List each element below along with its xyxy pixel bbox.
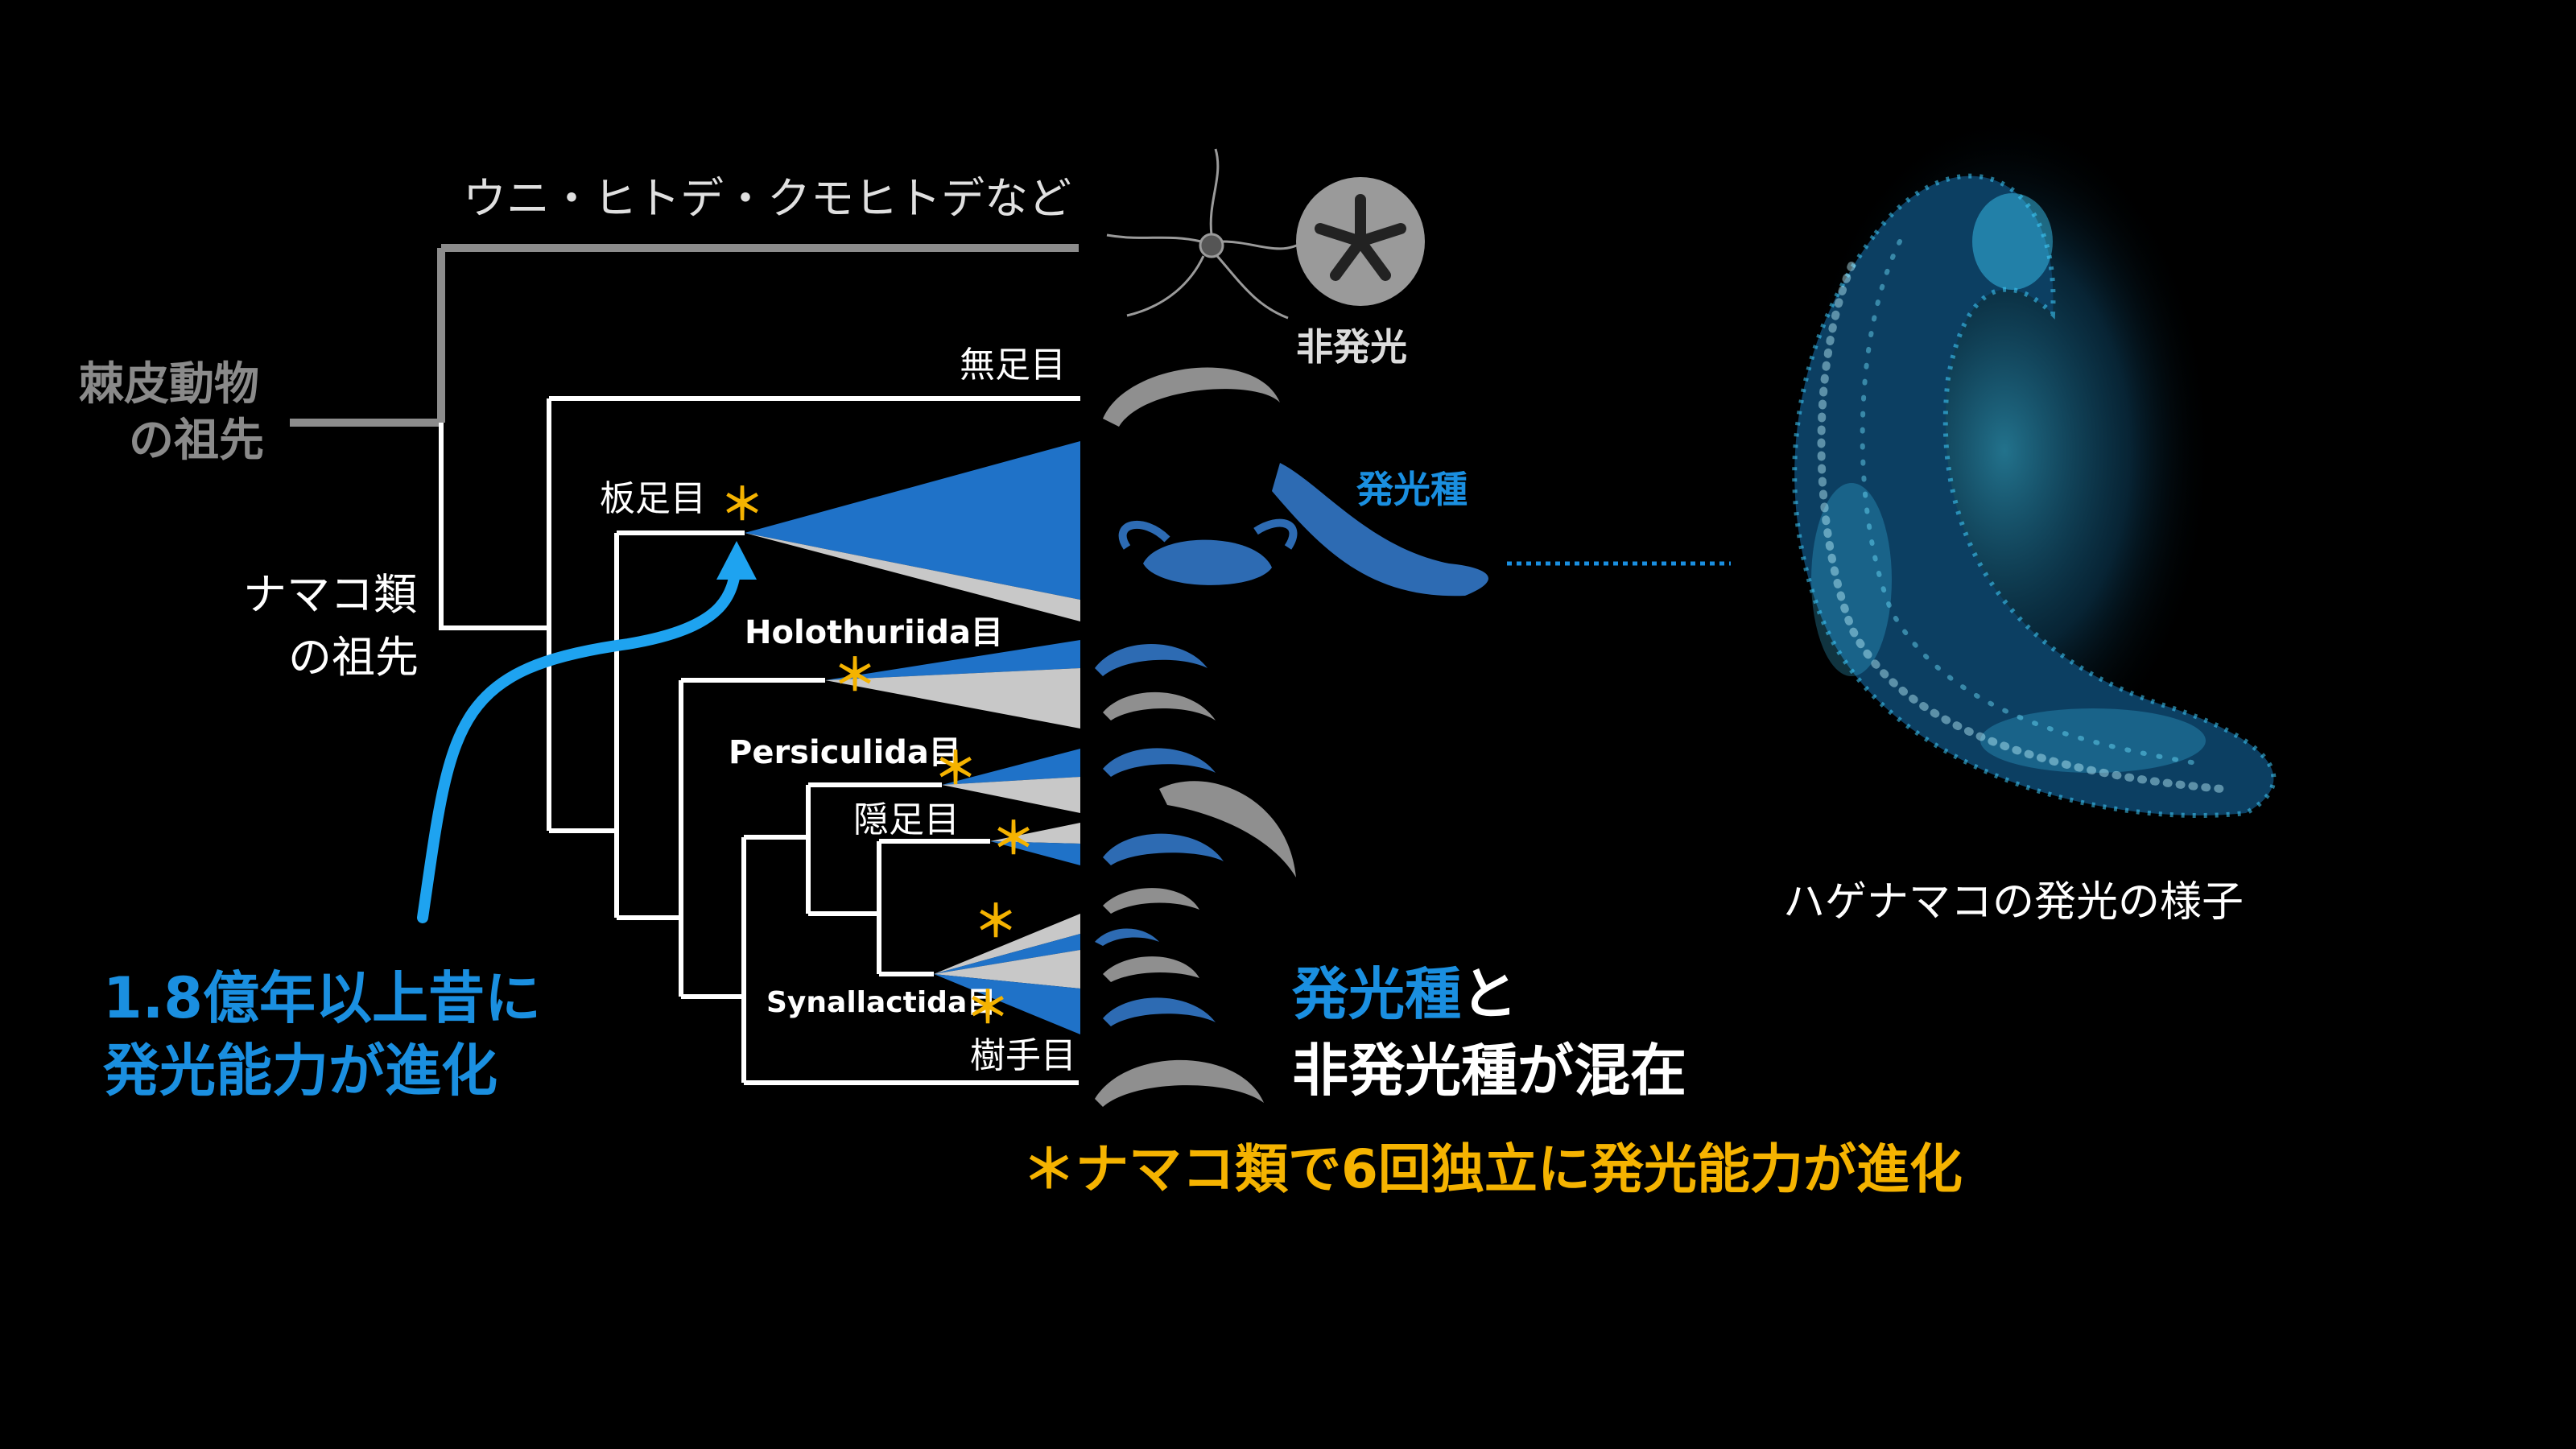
- mixed-text-1: 発光種と: [1292, 966, 1517, 1022]
- origin-arrow: [423, 541, 757, 918]
- luminous-species-label: 発光種: [1356, 471, 1468, 508]
- ancestor-sea-cucumber-label-2: の祖先: [288, 636, 419, 679]
- ancestor-echinoderm-label-2: の祖先: [129, 419, 264, 464]
- label-molpadida: 隠足目: [853, 803, 960, 838]
- mixed-text-and: と: [1461, 961, 1517, 1027]
- star-marker-molpadida: ＊: [992, 817, 1035, 861]
- star-marker-elasipodida: ＊: [720, 483, 764, 526]
- outgroup-label: ウニ・ヒトデ・クモヒトデなど: [463, 177, 1071, 221]
- independent-legend-text: ナマコ類で6回独立に発光能力が進化: [1075, 1138, 1963, 1200]
- non-luminous-label: 非発光: [1296, 328, 1407, 365]
- sand-dollar-icon: [1296, 177, 1425, 306]
- apodida-silhouette: [1103, 367, 1280, 427]
- star-marker-persiculida: ＊: [934, 747, 977, 791]
- mixed-text-2: 非発光種が混在: [1292, 1042, 1686, 1099]
- label-apodida: 無足目: [960, 348, 1066, 383]
- brittle-star-icon: [1107, 149, 1304, 318]
- label-dendrochirotida: 樹手目: [970, 1038, 1076, 1074]
- star-marker-holothuriida: ＊: [833, 654, 877, 697]
- label-elasipodida: 板足目: [600, 481, 706, 517]
- photo-caption: ハゲナマコの発光の様子: [1783, 881, 2244, 923]
- independent-legend: ＊ナマコ類で6回独立に発光能力が進化: [1022, 1143, 1963, 1196]
- origin-text-2: 発光能力が進化: [103, 1042, 497, 1099]
- star-marker-synallactida-1: ＊: [974, 900, 1018, 943]
- label-holothuriida: Holothuriida目: [745, 617, 1003, 649]
- label-synallactida: Synallactida目: [766, 989, 996, 1018]
- origin-text-1: 1.8億年以上昔に: [103, 970, 541, 1026]
- ancestor-sea-cucumber-label-1: ナマコ類: [243, 573, 417, 617]
- label-persiculida: Persiculida目: [729, 737, 961, 769]
- glowing-sea-cucumber-photo: [1794, 113, 2273, 815]
- ancestor-echinoderm-label-1: 棘皮動物: [79, 362, 259, 407]
- star-marker-synallactida-2: ＊: [966, 986, 1009, 1030]
- elasipodida-silhouette: [1143, 540, 1272, 585]
- mixed-text-luminous: 発光種: [1292, 961, 1461, 1027]
- independent-legend-star: ＊: [1022, 1138, 1075, 1200]
